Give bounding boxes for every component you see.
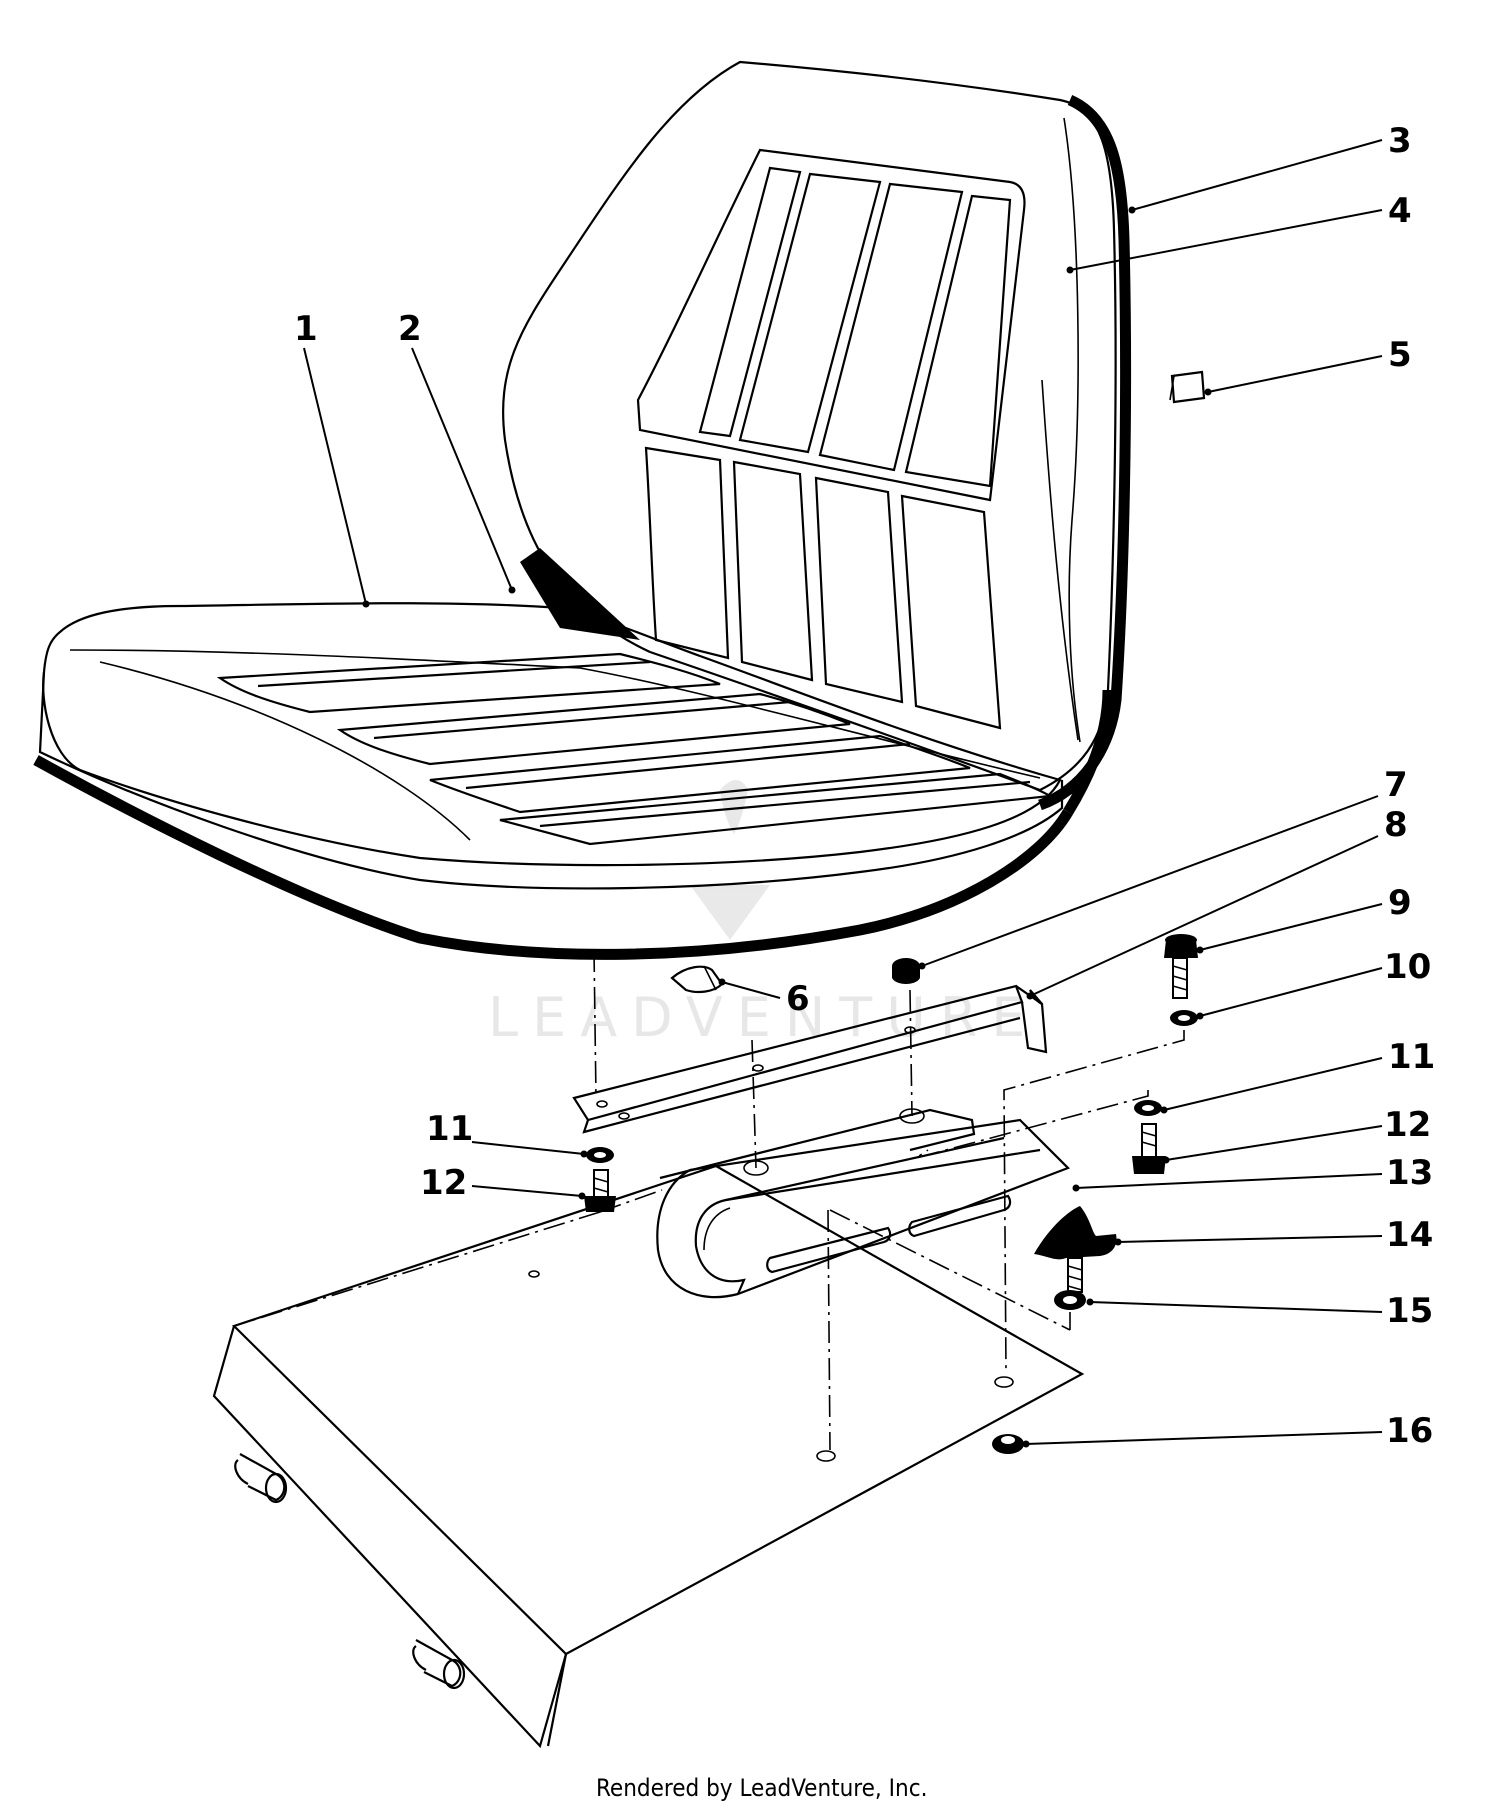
washer-part-11-left xyxy=(586,1147,614,1163)
callout-labels: 1 2 3 4 5 6 7 8 9 10 11 12 13 14 15 16 1… xyxy=(294,121,1435,1451)
rendered-by-footer: Rendered by LeadVenture, Inc. xyxy=(596,1774,927,1802)
callout-4: 4 xyxy=(1388,191,1412,231)
callout-12-left: 12 xyxy=(420,1163,467,1203)
leader-lines xyxy=(303,139,1383,1448)
callout-3: 3 xyxy=(1388,121,1412,161)
callout-14: 14 xyxy=(1386,1215,1433,1255)
bolt-part-12-right xyxy=(1132,1123,1166,1174)
callout-12-right: 12 xyxy=(1384,1105,1431,1145)
washer-part-11-right xyxy=(1134,1100,1162,1116)
callout-16: 16 xyxy=(1386,1411,1433,1451)
callout-11-right: 11 xyxy=(1388,1037,1435,1077)
seat-back xyxy=(502,60,1132,811)
clip-part-5 xyxy=(1169,370,1206,404)
callout-2: 2 xyxy=(398,309,422,349)
nut-part-16 xyxy=(992,1434,1024,1454)
wing-knob-part-14 xyxy=(1034,1206,1117,1293)
seat-back-hinge-wedge xyxy=(520,548,640,640)
base-plate xyxy=(212,1164,1085,1749)
callout-10: 10 xyxy=(1384,947,1431,987)
washer-part-10 xyxy=(1170,1010,1198,1026)
callout-8: 8 xyxy=(1384,805,1408,845)
nut-part-7 xyxy=(892,958,920,984)
watermark-text: LEADVENTURE xyxy=(488,986,1039,1049)
seat-bracket-part-8 xyxy=(572,984,1048,1134)
callout-1: 1 xyxy=(294,309,318,349)
watermark: LEADVENTURE xyxy=(488,780,1039,1049)
washer-part-15 xyxy=(1054,1290,1086,1310)
callout-7: 7 xyxy=(1384,765,1408,805)
seat-cushion xyxy=(33,602,1114,960)
bolt-part-9 xyxy=(1164,934,1198,999)
slide-channel-part-13 xyxy=(656,1118,1070,1299)
watermark-logo xyxy=(690,780,770,940)
callout-13: 13 xyxy=(1386,1153,1433,1193)
callout-6: 6 xyxy=(786,979,810,1019)
pivot-tube-upper xyxy=(234,1453,288,1504)
bolt-part-12-left xyxy=(584,1169,616,1212)
assembly-centerlines xyxy=(233,949,1185,1451)
callout-9: 9 xyxy=(1388,883,1412,923)
callout-5: 5 xyxy=(1388,335,1412,375)
pivot-tube-lower xyxy=(412,1639,466,1690)
callout-11-left: 11 xyxy=(426,1109,473,1149)
callout-15: 15 xyxy=(1386,1291,1433,1331)
